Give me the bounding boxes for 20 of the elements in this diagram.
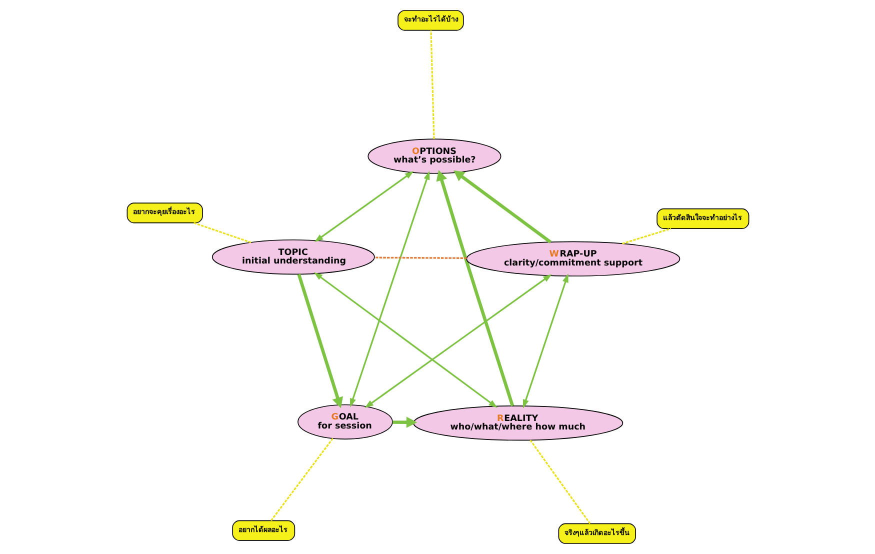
connector [374, 256, 466, 259]
arrow [350, 170, 430, 408]
connector [529, 440, 590, 524]
arrow [314, 171, 414, 242]
node-ellipse: GOAL for session [297, 404, 392, 440]
arrow [522, 274, 568, 408]
connector [270, 438, 333, 522]
node-ellipse: REALITY who/what/where how much [412, 406, 623, 441]
arrow [453, 170, 552, 244]
node-ellipse: TOPIC initial understanding [211, 239, 374, 275]
arrow [313, 272, 497, 408]
arrow [392, 416, 417, 428]
node-ellipse: OPTIONS what’s possible? [367, 138, 501, 174]
connector [192, 222, 251, 244]
arrow [364, 274, 552, 408]
node-ellipse: WRAP-UP clarity/commitment support [466, 241, 680, 276]
connector [430, 30, 434, 140]
connector [621, 228, 671, 244]
arrow [296, 274, 343, 408]
arrow [436, 170, 514, 406]
